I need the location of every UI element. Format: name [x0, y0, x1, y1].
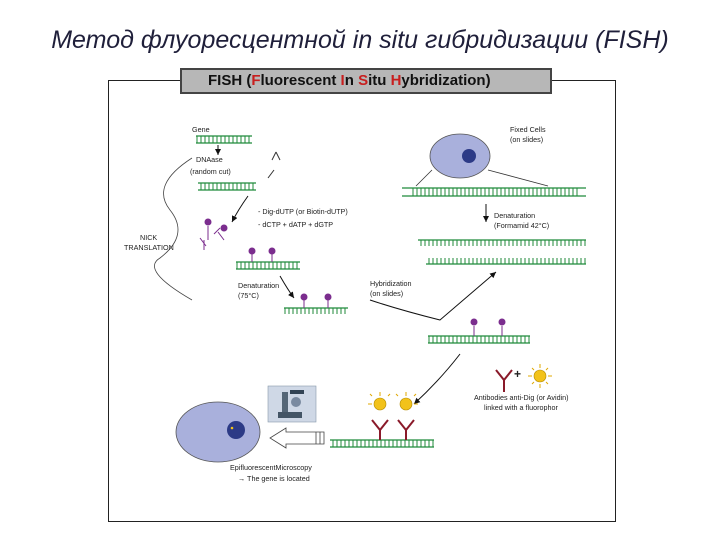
- dig-dot: [300, 293, 308, 301]
- hybrid-arrow: [369, 271, 497, 321]
- header-part: FISH: [208, 72, 243, 89]
- header-part: itu: [368, 72, 391, 89]
- translation-label: TRANSLATION: [124, 243, 174, 252]
- fixed-cells-label-1: Fixed Cells: [510, 125, 546, 134]
- plus-sign: +: [514, 367, 521, 381]
- dig-dot: [324, 293, 332, 301]
- dig-dot: [498, 318, 506, 326]
- denat75-arrow: [279, 275, 295, 299]
- header-part: n: [344, 72, 359, 89]
- hybridized-dna: [428, 326, 530, 344]
- random-cut-label: (random cut): [190, 167, 231, 176]
- header-letter-h: H: [390, 72, 402, 89]
- slide-title: Метод флуоресцентной in situ гибридизаци…: [51, 26, 669, 54]
- header-part: luorescent: [260, 72, 341, 89]
- dig-dot: [220, 224, 228, 232]
- cell-nucleus: [462, 149, 476, 163]
- header-letter-i: I: [340, 72, 345, 89]
- denat75-label-1: Denaturation: [238, 281, 279, 290]
- labelled-probe-dna: [236, 254, 300, 270]
- zoom-line: [487, 169, 549, 187]
- denat42-label-1: Denaturation: [494, 211, 535, 220]
- epi-label-2: → The gene is located: [238, 474, 310, 483]
- hybrid-label-2: (on slides): [370, 289, 403, 298]
- nick-bracket: [154, 157, 193, 301]
- antibody-icon: [495, 369, 513, 392]
- dig-dot: [470, 318, 478, 326]
- detection-arrow: [413, 353, 461, 405]
- fish-header: FISH (Fluorescent In Situ Hybridization): [180, 68, 552, 94]
- single-strand-probe: [284, 300, 348, 314]
- located-gene-signal: [230, 426, 234, 430]
- header-letter-s: S: [358, 72, 369, 89]
- observation-arrow: [269, 427, 325, 449]
- detected-dna: [330, 392, 434, 448]
- probe-fragment: [199, 226, 225, 250]
- fixed-cell: [429, 133, 491, 179]
- dig-dot: [268, 247, 276, 255]
- dig-dot: [248, 247, 256, 255]
- located-cell: [175, 401, 261, 463]
- epi-label-1: EpifluorescentMicroscopy: [230, 463, 312, 472]
- hybrid-label-1: Hybridization: [370, 279, 412, 288]
- nick-label: NICK: [140, 233, 157, 242]
- chromosome-dna: [402, 187, 586, 197]
- cut-marks: [267, 151, 281, 179]
- gene-label: Gene: [192, 125, 210, 134]
- header-part: ybridization): [401, 72, 491, 89]
- header-part: (: [246, 72, 252, 89]
- located-nucleus: [227, 421, 245, 439]
- header-letter-f: F: [251, 72, 261, 89]
- cut-dna: [198, 182, 256, 191]
- microscope-icon: [267, 385, 317, 423]
- fluorophor-icon: [528, 364, 552, 388]
- zoom-line: [415, 169, 433, 187]
- denat75-label-2: (75°C): [238, 291, 259, 300]
- antibody-label-1: Antibodies anti-Dig (or Avidin): [474, 393, 569, 402]
- dnaase-label: DNAase: [196, 155, 223, 164]
- dig-dutp-label: - Dig-dUTP (or Biotin-dUTP): [258, 207, 348, 216]
- dctp-label: - dCTP + dATP + dGTP: [258, 220, 333, 229]
- gene-dna: [196, 135, 252, 144]
- denat42-label-2: (Formamid 42°C): [494, 221, 549, 230]
- dig-dot: [204, 218, 212, 226]
- antibody-label-2: linked with a fluorophor: [484, 403, 559, 412]
- fixed-cells-label-2: (on slides): [510, 135, 543, 144]
- nick-arrow: [231, 195, 249, 223]
- denatured-chromosome: [418, 239, 586, 265]
